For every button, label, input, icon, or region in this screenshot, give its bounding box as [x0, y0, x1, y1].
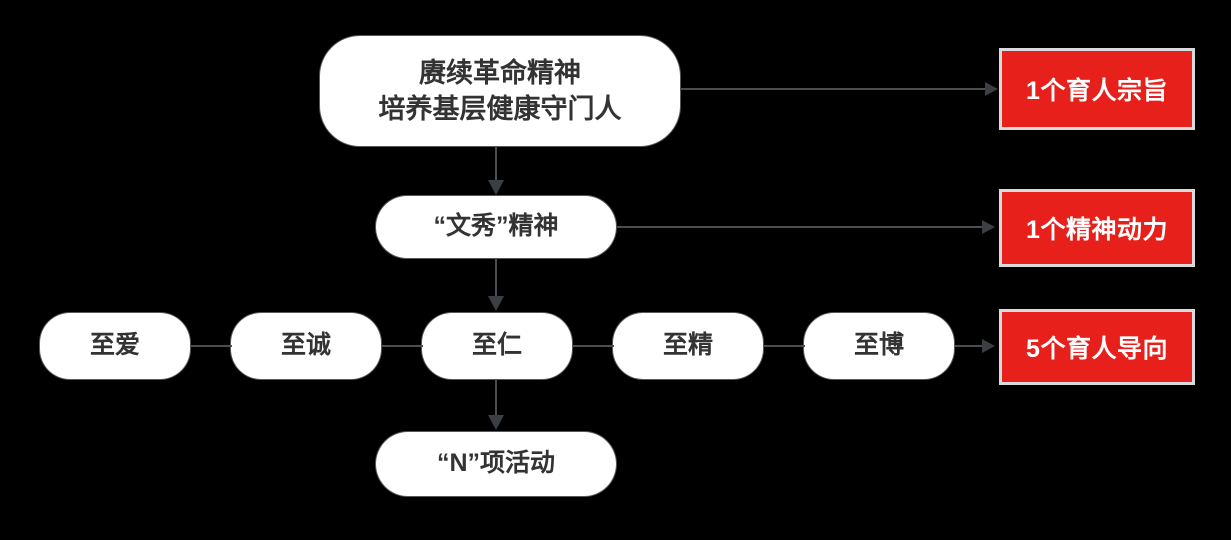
connector-orientation2-orientation3	[381, 345, 423, 347]
node-activities[interactable]: “N”项活动	[376, 432, 616, 496]
node-top-text: 赓续革命精神 培养基层健康守门人	[379, 55, 622, 128]
connector-orientation5-to-callout-orientations	[955, 345, 985, 347]
callout-purpose[interactable]: 1个育人宗旨	[999, 48, 1195, 130]
arrow-right-icon	[985, 82, 998, 96]
connector-orientation3-to-activities	[495, 379, 497, 417]
connector-spirit-to-callout-motivation	[616, 226, 985, 228]
node-orientation-5[interactable]: 至博	[804, 313, 954, 379]
callout-motivation[interactable]: 1个精神动力	[999, 189, 1195, 267]
node-orientation-3[interactable]: 至仁	[422, 313, 572, 379]
connector-spirit-to-orientation3	[495, 258, 497, 298]
arrow-right-icon	[982, 220, 995, 234]
arrow-down-icon	[488, 180, 504, 195]
arrow-right-icon	[982, 339, 995, 353]
arrow-down-icon	[488, 296, 504, 311]
node-top-purpose[interactable]: 赓续革命精神 培养基层健康守门人	[320, 36, 680, 146]
node-orientation-4[interactable]: 至精	[613, 313, 763, 379]
node-orientation-2[interactable]: 至诚	[231, 313, 381, 379]
node-top-line-2: 培养基层健康守门人	[378, 94, 622, 124]
connector-orientation1-orientation2	[190, 345, 232, 347]
callout-orientations[interactable]: 5个育人导向	[999, 309, 1195, 385]
node-orientation-1[interactable]: 至爱	[40, 313, 190, 379]
node-top-line-1: 赓续革命精神	[419, 57, 581, 88]
arrow-down-icon	[488, 415, 504, 430]
connector-orientation3-orientation4	[572, 345, 614, 347]
connector-top-to-spirit	[495, 146, 497, 182]
connector-top-to-callout-purpose	[680, 88, 988, 90]
connector-orientation4-orientation5	[763, 345, 805, 347]
node-spirit[interactable]: “文秀”精神	[376, 196, 616, 258]
